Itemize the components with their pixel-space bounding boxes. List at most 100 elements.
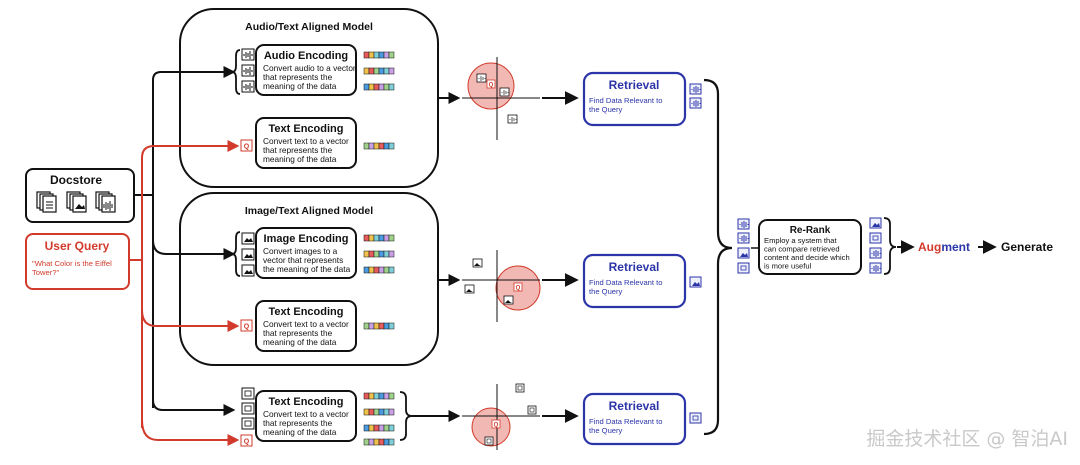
vector-cell [368, 67, 375, 75]
vector-strip-icon [363, 408, 395, 416]
rerank-desc-4: is more useful [764, 262, 812, 271]
text-encoding-title-1: Text Encoding [269, 123, 344, 135]
encoder-braces [231, 49, 241, 277]
image-encoding-box: Image Encoding Convert images to a vecto… [255, 227, 357, 279]
query-q-icon: Q [240, 434, 253, 447]
watermark: 掘金技术社区 @ 智泊AI [866, 428, 1068, 450]
vector-strip-icon [363, 424, 395, 432]
vector-cell [373, 51, 380, 59]
vector-cell [363, 142, 370, 150]
audio-wave-icon [689, 97, 702, 109]
rerank-output-icons [869, 217, 882, 274]
vector-strip-icon [363, 322, 395, 330]
vector-cell [388, 424, 395, 432]
text-encoding-box-3: Text Encoding Convert text to a vector t… [255, 390, 357, 442]
audio-wave-icon [241, 64, 255, 77]
text-encoding-desc-2a: Convert text to a vector [263, 319, 349, 329]
audio-wave-icon [507, 114, 518, 124]
vector-cell [383, 322, 390, 330]
vector-cell [383, 67, 390, 75]
retrieval-desc-1a: Find Data Relevant to [589, 96, 662, 105]
vector-cell [363, 67, 370, 75]
image-icon [241, 264, 255, 277]
document-icon [689, 412, 702, 424]
text-encoding-desc-2b: that represents the [263, 328, 333, 338]
vector-strip-icon [363, 250, 395, 258]
vector-cell [378, 234, 385, 242]
document-icon [241, 387, 255, 400]
text-encoding-desc-1b: that represents the [263, 145, 333, 155]
to-plot-arrows [412, 92, 461, 422]
vector-cell [368, 322, 375, 330]
vector-cell [388, 408, 395, 416]
text-encoding-title-2: Text Encoding [269, 306, 344, 318]
embedding-plot-1: Q [462, 57, 540, 140]
vector-cell [373, 83, 380, 91]
retrieval-desc-2b: the Query [589, 287, 623, 296]
vector-cell [383, 51, 390, 59]
user-query-text-1: "What Color is the Eiffel [32, 259, 112, 268]
rerank-desc-1: Employ a system that [764, 236, 837, 245]
vector-cell [378, 83, 385, 91]
vector-strip-icon [363, 51, 395, 59]
vector-cell [378, 392, 385, 400]
image-icon [241, 248, 255, 261]
vector-cell [388, 438, 395, 446]
vector-cell [378, 51, 385, 59]
vector-cell [378, 142, 385, 150]
user-query-text-2: Tower?" [32, 268, 59, 277]
text-encoding-box-2: Text Encoding Convert text to a vector t… [255, 300, 357, 352]
audio-encoding-title: Audio Encoding [264, 50, 348, 62]
vector-strip-icon [363, 266, 395, 274]
query-q-icon: Q [486, 79, 496, 89]
image-icon [241, 232, 255, 245]
rerank-box: Re-Rank Employ a system that can compare… [758, 219, 862, 275]
vector-strip-icon [363, 392, 395, 400]
image-icon [503, 295, 514, 305]
vector-cell [373, 322, 380, 330]
vector-strip-icon [363, 83, 395, 91]
vector-cell [388, 322, 395, 330]
vector-cell [388, 51, 395, 59]
vector-cell [368, 83, 375, 91]
audio-wave-icon [241, 80, 255, 93]
vector-cell [373, 250, 380, 258]
vector-cell [383, 392, 390, 400]
docstore-connectors [134, 66, 236, 416]
document-input-icons [241, 387, 255, 430]
text-encoding-box-1: Text Encoding Convert text to a vector t… [255, 117, 357, 169]
image-icon [737, 247, 750, 259]
vector-cell [368, 392, 375, 400]
docstore-box: Docstore [25, 168, 135, 223]
generate-label: Generate [1001, 240, 1053, 254]
vector-cell [368, 142, 375, 150]
vector-cell [388, 392, 395, 400]
vector-cell [388, 83, 395, 91]
image-icon [869, 217, 882, 229]
vector-strips [363, 51, 395, 446]
svg-text:Q: Q [516, 286, 521, 292]
vector-cell [388, 234, 395, 242]
vector-cell [383, 424, 390, 432]
rerank-desc-3: content and decide which [764, 253, 850, 262]
text-encoding-desc-3c: meaning of the data [263, 427, 337, 437]
image-encoding-desc-1: Convert images to a [263, 246, 338, 256]
vector-cell [373, 392, 380, 400]
retrieved-audio-icons [689, 83, 702, 109]
document-stack-icon [36, 191, 57, 213]
svg-text:Q: Q [489, 83, 494, 89]
audio-wave-icon [689, 83, 702, 95]
vector-cell [363, 83, 370, 91]
image-icon [464, 284, 475, 294]
vector-cell [378, 250, 385, 258]
retrieval-title-1: Retrieval [609, 78, 660, 92]
vector-cell [363, 234, 370, 242]
retrieval-title-2: Retrieval [609, 260, 660, 274]
vector-cell [388, 142, 395, 150]
audio-encoding-box: Audio Encoding Convert audio to a vector… [255, 44, 357, 96]
vector-cell [373, 67, 380, 75]
audio-wave-icon [499, 87, 510, 97]
vector-cell [378, 424, 385, 432]
vector-cell [373, 438, 380, 446]
